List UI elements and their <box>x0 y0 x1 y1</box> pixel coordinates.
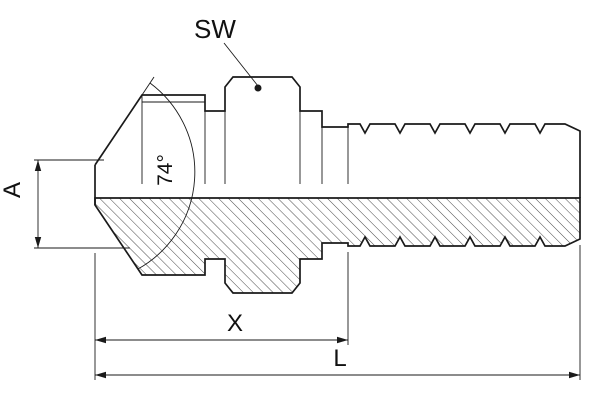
x-label: X <box>227 310 243 337</box>
x-arrow-right <box>337 336 348 344</box>
sw-callout: SW <box>194 14 262 92</box>
a-arrow-up <box>34 160 42 171</box>
sw-leader-dot <box>254 84 262 92</box>
l-label: L <box>333 345 346 372</box>
fitting-profile <box>94 76 581 205</box>
dimension-x: X <box>94 252 349 380</box>
l-arrow-left <box>95 371 106 379</box>
flank-extension-line <box>141 76 155 96</box>
x-arrow-left <box>95 336 106 344</box>
section-hatch <box>94 197 581 294</box>
sw-leader-line <box>223 42 259 87</box>
a-arrow-down <box>34 237 42 248</box>
dimension-l: L <box>95 245 581 380</box>
a-label: A <box>0 182 26 198</box>
angle-arc <box>137 82 196 270</box>
feature-edge-lines <box>141 95 349 184</box>
sw-label: SW <box>194 14 236 44</box>
dimension-a: A <box>0 159 130 249</box>
angle-label: 74° <box>154 154 177 186</box>
angle-dimension: 74° <box>137 76 196 270</box>
l-arrow-right <box>569 371 580 379</box>
